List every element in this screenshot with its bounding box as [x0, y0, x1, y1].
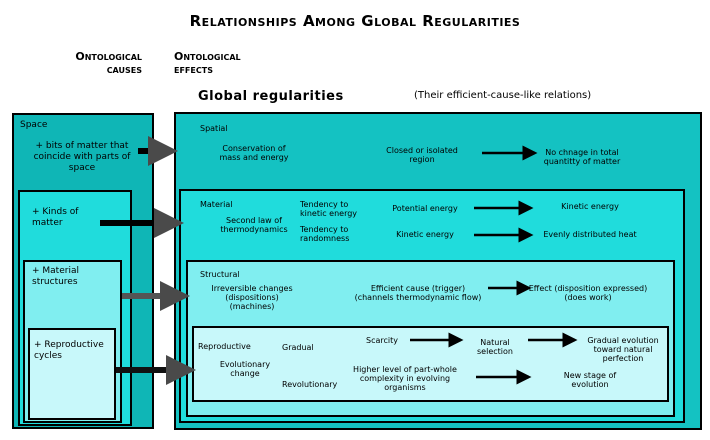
material-structures-label: + Material structures: [32, 266, 79, 287]
spatial-cause: Closed or isolated region: [386, 146, 458, 164]
structural-effect: Effect (disposition expressed) (does wor…: [528, 284, 648, 302]
header-ontological-causes: Ontological causes: [75, 50, 142, 76]
reproductive-cycles-label: + Reproductive cycles: [34, 340, 104, 361]
spatial-label: Spatial: [200, 124, 228, 133]
reproductive-gradual: Gradual: [282, 343, 314, 352]
header-ontological-effects: Ontological effects: [174, 50, 241, 76]
reproductive-cycles-box: [28, 328, 116, 420]
diagram-title: Relationships Among Global Regularities: [189, 12, 521, 30]
structural-label: Structural: [200, 270, 240, 279]
material-effect-heat: Evenly distributed heat: [543, 230, 637, 239]
space-label: Space: [20, 120, 48, 130]
spatial-law: Conservation of mass and energy: [219, 144, 289, 162]
header-global-regularities: Global regularities: [198, 89, 344, 104]
reproductive-gradual-effect: Gradual evolution toward natural perfect…: [587, 336, 659, 363]
reproductive-complexity: Higher level of part-whole complexity in…: [353, 365, 457, 392]
reproductive-natural-selection: Natural selection: [477, 338, 513, 356]
reproductive-label: Reproductive: [198, 342, 251, 351]
material-cause-potential: Potential energy: [392, 204, 458, 213]
space-item-label: + bits of matter that coincide with part…: [33, 141, 131, 173]
reproductive-box: [192, 326, 669, 402]
header-relations-note: (Their efficient-cause-like relations): [414, 90, 592, 101]
material-label: Material: [200, 200, 233, 209]
material-effect-kinetic: Kinetic energy: [561, 202, 619, 211]
reproductive-new-stage: New stage of evolution: [563, 371, 617, 389]
material-law: Second law of thermodynamics: [220, 216, 288, 234]
structural-law: Irreversible changes (dispositions) (mac…: [211, 284, 293, 311]
material-tendency-kinetic: Tendency to kinetic energy: [300, 200, 358, 218]
material-tendency-randomness: Tendency to randomness: [300, 225, 350, 243]
reproductive-revolutionary: Revolutionary: [282, 380, 338, 389]
material-cause-kinetic: Kinetic energy: [396, 230, 454, 239]
reproductive-scarcity: Scarcity: [366, 336, 398, 345]
reproductive-law: Evolutionary change: [219, 360, 271, 378]
kinds-of-matter-label: + Kinds of matter: [32, 207, 79, 228]
structural-cause: Efficient cause (trigger) (channels ther…: [354, 284, 482, 302]
spatial-effect: No chnage in total quantitty of matter: [543, 148, 621, 166]
